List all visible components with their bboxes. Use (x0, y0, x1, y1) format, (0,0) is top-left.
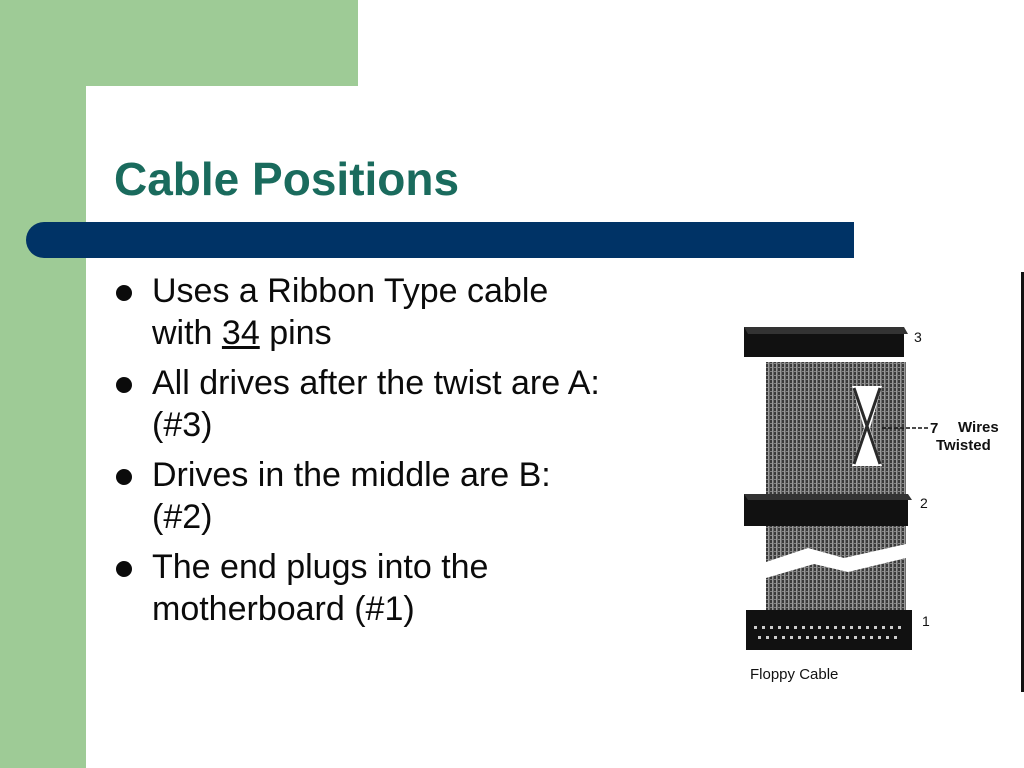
wire-twist-cross (852, 387, 882, 465)
pin-count: 34 (221, 314, 260, 352)
connector-label-2: 2 (920, 495, 928, 511)
ribbon-lower (766, 558, 906, 614)
bullet-text: All drives after the twist are A: (152, 364, 600, 402)
decor-green-side (0, 0, 86, 768)
bullet-item: The end plugs into the motherboard (#1) (116, 546, 716, 630)
bullet-text: Drives in the middle are B: (152, 456, 551, 494)
ribbon-middle (766, 518, 906, 562)
figure-frame-line (1021, 272, 1024, 692)
ribbon-upper (766, 362, 906, 496)
bullet-item: Drives in the middle are B: (#2) (116, 454, 716, 538)
connector-label-3: 3 (914, 329, 922, 345)
bullet-text: (#3) (152, 406, 213, 444)
cable-break-line (764, 547, 907, 574)
connector-3 (744, 327, 908, 357)
slide-title: Cable Positions (114, 153, 460, 205)
bullet-item: Uses a Ribbon Type cable with 34 pins (116, 270, 716, 354)
bullet-dot (116, 561, 132, 577)
twist-label-wires: Wires (958, 419, 999, 436)
bullet-text: Uses a Ribbon Type cable (152, 272, 549, 310)
figure-caption: Floppy Cable (750, 666, 838, 683)
title-underline-bar (26, 222, 854, 258)
bullet-item: All drives after the twist are A: (#3) (116, 362, 716, 446)
bullet-list: Uses a Ribbon Type cable with 34 pins Al… (116, 270, 716, 638)
bullet-dot (116, 285, 132, 301)
bullet-text: (#2) (152, 498, 213, 536)
connector-2 (744, 494, 912, 526)
connector-1 (746, 610, 912, 650)
bullet-text: The end plugs into the (152, 548, 489, 586)
bullet-text: with (152, 314, 222, 352)
bullet-dot (116, 469, 132, 485)
bullet-text: motherboard (#1) (152, 590, 415, 628)
bullet-dot (116, 377, 132, 393)
connector-label-1: 1 (922, 613, 930, 629)
twist-count-label: 7 (930, 420, 938, 437)
bullet-text: pins (259, 314, 332, 352)
floppy-cable-diagram: 3 2 1 7 Wires Twisted Floppy Cable (744, 327, 999, 683)
twist-label-twisted: Twisted (936, 437, 991, 454)
